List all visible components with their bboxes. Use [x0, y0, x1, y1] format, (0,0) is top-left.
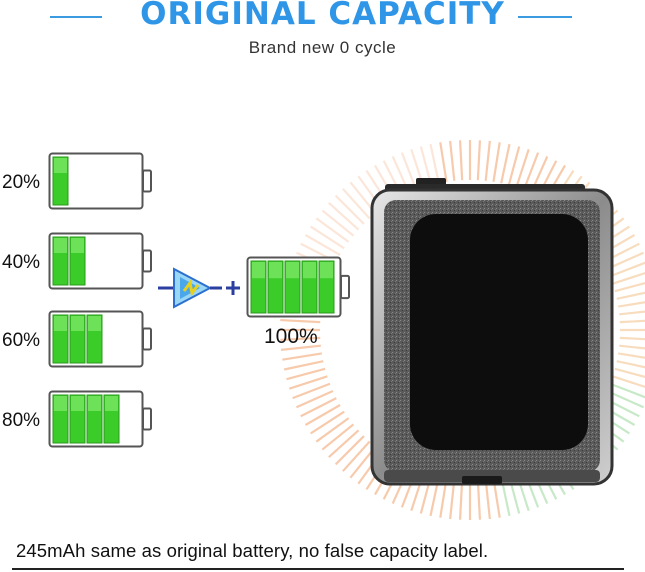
header-line-left: [50, 16, 102, 18]
battery-level-label: 40%: [2, 252, 41, 273]
header-line-right: [518, 16, 572, 18]
battery-level-icon: [48, 310, 152, 368]
battery-level-icon: [48, 152, 152, 210]
charging-arrow-icon: [158, 267, 240, 309]
battery-pack-image: [370, 178, 614, 486]
full-battery-icon: [246, 256, 350, 318]
page-title: ORIGINAL CAPACITY: [140, 0, 505, 32]
footer-underline: [12, 568, 624, 570]
battery-level-label: 60%: [2, 330, 41, 351]
battery-level-icon: [48, 390, 152, 448]
capacity-description: 245mAh same as original battery, no fals…: [16, 540, 489, 561]
full-battery-label: 100%: [264, 325, 318, 348]
battery-level-label: 80%: [2, 410, 41, 431]
battery-level-icon: [48, 232, 152, 290]
page-subtitle: Brand new 0 cycle: [248, 38, 397, 57]
battery-level-label: 20%: [2, 172, 41, 193]
